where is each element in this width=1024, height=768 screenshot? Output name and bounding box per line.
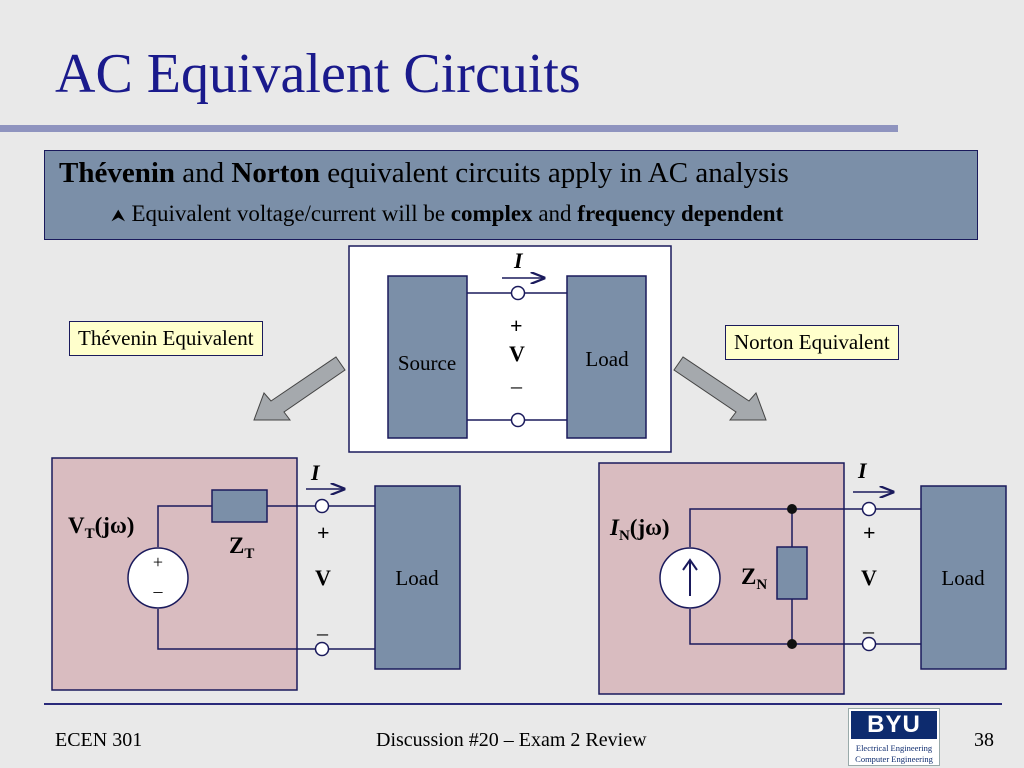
bullet-sub: ⮝ Equivalent voltage/current will be comp… — [111, 201, 783, 227]
voltage-source-icon — [127, 547, 189, 609]
current-source-arrowhead-icon — [682, 558, 698, 571]
thevenin-current-label: I — [310, 460, 321, 485]
zt-label: ZT — [229, 533, 254, 562]
terminal — [861, 501, 877, 517]
norton-plus: + — [863, 520, 876, 545]
top-plus: + — [510, 313, 523, 338]
logo-line1: Electrical Engineering — [855, 743, 933, 753]
zt-impedance — [211, 489, 268, 523]
vt-subscript: T — [85, 526, 95, 542]
source-minus: – — [153, 581, 164, 601]
in-subscript: N — [619, 528, 630, 544]
zt-subscript: T — [244, 546, 254, 562]
zn-impedance — [776, 546, 808, 600]
top-minus: – — [510, 373, 523, 398]
bold-thevenin: Thévenin — [59, 157, 176, 189]
zn-label: ZN — [741, 564, 767, 593]
wire — [157, 609, 316, 650]
bullet2-text1: Equivalent voltage/current will be — [131, 201, 451, 226]
byu-logo: BYU Electrical Engineering Computer Engi… — [848, 708, 940, 766]
in-label: IN(jω) — [609, 515, 670, 544]
block-arrow-right-icon — [673, 356, 767, 421]
norton-load-label: Load — [941, 566, 985, 590]
norton-circuit: I + V – Load IN(jω) ZN — [598, 458, 1007, 695]
terminal — [314, 498, 330, 514]
terminal — [314, 641, 330, 657]
norton-voltage-label: V — [861, 565, 877, 590]
bullet1-text2: equivalent circuits apply in AC analysis — [320, 157, 789, 189]
wire — [689, 508, 863, 547]
source-plus: + — [153, 552, 163, 572]
thevenin-circuit: + – I + V – Load VT(jω) ZT — [51, 457, 461, 691]
page-number: 38 — [974, 729, 994, 751]
in-main: I — [609, 515, 620, 540]
thevenin-plus: + — [317, 520, 330, 545]
norton-load-block — [920, 485, 1007, 670]
in-argument: (jω) — [630, 515, 670, 540]
top-load-label: Load — [585, 347, 629, 371]
terminal — [510, 412, 526, 428]
arrowhead-bullet-icon: ⮝ — [111, 206, 126, 225]
norton-minus: – — [862, 618, 875, 643]
footer-course: ECEN 301 — [55, 729, 143, 751]
junction-dot — [787, 504, 797, 514]
vt-label: VT(jω) — [68, 513, 134, 542]
source-label: Source — [398, 351, 456, 375]
bold-complex: complex — [450, 201, 533, 226]
wire — [157, 505, 212, 547]
thevenin-minus: – — [316, 620, 329, 645]
terminal — [861, 636, 877, 652]
source-block — [387, 275, 468, 439]
norton-current-label: I — [857, 458, 868, 483]
logo-word: BYU — [851, 711, 937, 739]
footer-title: Discussion #20 – Exam 2 Review — [376, 729, 647, 751]
slide-title: AC Equivalent Circuits — [55, 43, 581, 105]
top-circuit: I + V – Source Load — [348, 245, 672, 453]
vt-main: V — [68, 513, 85, 538]
footer-rule — [44, 703, 1002, 705]
wire — [689, 609, 863, 645]
bullet-box: Thévenin and Norton equivalent circuits … — [44, 150, 978, 240]
bold-norton: Norton — [231, 157, 321, 189]
bullet-main: Thévenin and Norton equivalent circuits … — [59, 157, 789, 190]
bold-frequency-dependent: frequency dependent — [577, 201, 784, 226]
top-current-label: I — [513, 248, 524, 273]
block-arrow-left-icon — [253, 356, 346, 421]
norton-equivalent-label: Norton Equivalent — [725, 325, 899, 360]
zn-subscript: N — [756, 577, 767, 593]
thevenin-equivalent-label: Thévenin Equivalent — [69, 321, 263, 356]
vt-argument: (jω) — [95, 513, 135, 538]
bullet1-text1: and — [175, 157, 232, 189]
bullet2-text2: and — [532, 201, 578, 226]
top-voltage-label: V — [509, 341, 525, 366]
terminal — [510, 285, 526, 301]
thevenin-load-label: Load — [395, 566, 439, 590]
top-load-block — [566, 275, 647, 439]
thevenin-load-block — [374, 485, 461, 670]
logo-line2: Computer Engineering — [855, 754, 933, 764]
junction-dot — [787, 639, 797, 649]
thevenin-voltage-label: V — [315, 565, 331, 590]
zt-main: Z — [229, 533, 244, 558]
title-rule — [0, 125, 898, 132]
zn-main: Z — [741, 564, 756, 589]
